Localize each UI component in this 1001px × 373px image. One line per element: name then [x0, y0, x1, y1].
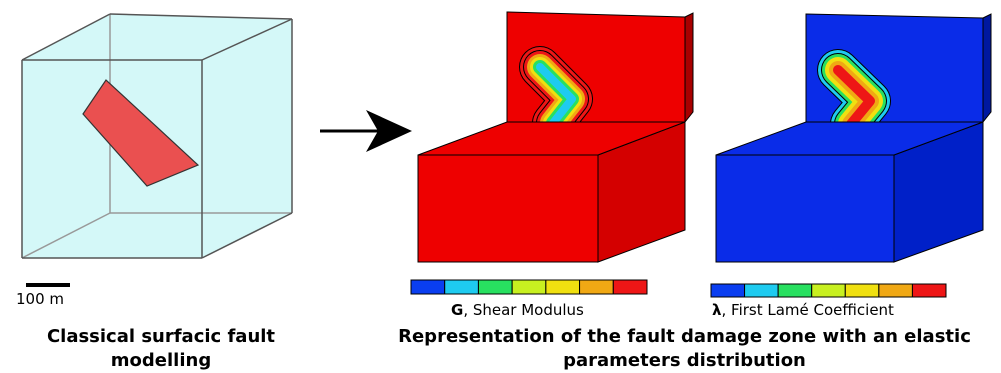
colorbar-symbol-shear: G — [451, 301, 464, 319]
colorbar-segment — [844, 283, 880, 298]
shear-modulus-model — [417, 11, 694, 263]
colorbar-segment — [545, 279, 581, 295]
colorbar-text-lame: , First Lamé Coefficient — [721, 301, 894, 319]
lame-coefficient-model — [715, 13, 992, 263]
colorbar-segment — [911, 283, 947, 298]
colorbar-segment — [811, 283, 846, 298]
colorbar-segment — [444, 279, 479, 295]
caption-right: Representation of the fault damage zone … — [398, 326, 971, 371]
fault-plane — [82, 79, 200, 187]
colorbar-segment — [579, 279, 614, 295]
colorbar-segment — [744, 283, 779, 298]
colorbar-shear-modulus — [410, 279, 648, 295]
colorbar-segment — [612, 279, 648, 295]
scale-bar-label: 100 m — [16, 290, 65, 308]
colorbar-lame-coefficient — [710, 283, 947, 298]
colorbar-segment — [878, 283, 913, 298]
transparent-box — [21, 13, 293, 259]
colorbar-segment — [477, 279, 513, 295]
colorbar-label-lame: λ, First Lamé Coefficient — [712, 303, 894, 318]
colorbar-text-shear: , Shear Modulus — [463, 301, 584, 319]
colorbar-segment — [511, 279, 547, 295]
colorbar-segment — [410, 279, 446, 295]
colorbar-label-shear: G, Shear Modulus — [451, 303, 584, 318]
colorbar-segment — [777, 283, 813, 298]
colorbar-symbol-lame: λ — [712, 301, 722, 319]
caption-left: Classical surfacic fault modelling — [46, 326, 276, 371]
colorbar-segment — [710, 283, 746, 298]
arrow-right-icon — [320, 110, 412, 152]
